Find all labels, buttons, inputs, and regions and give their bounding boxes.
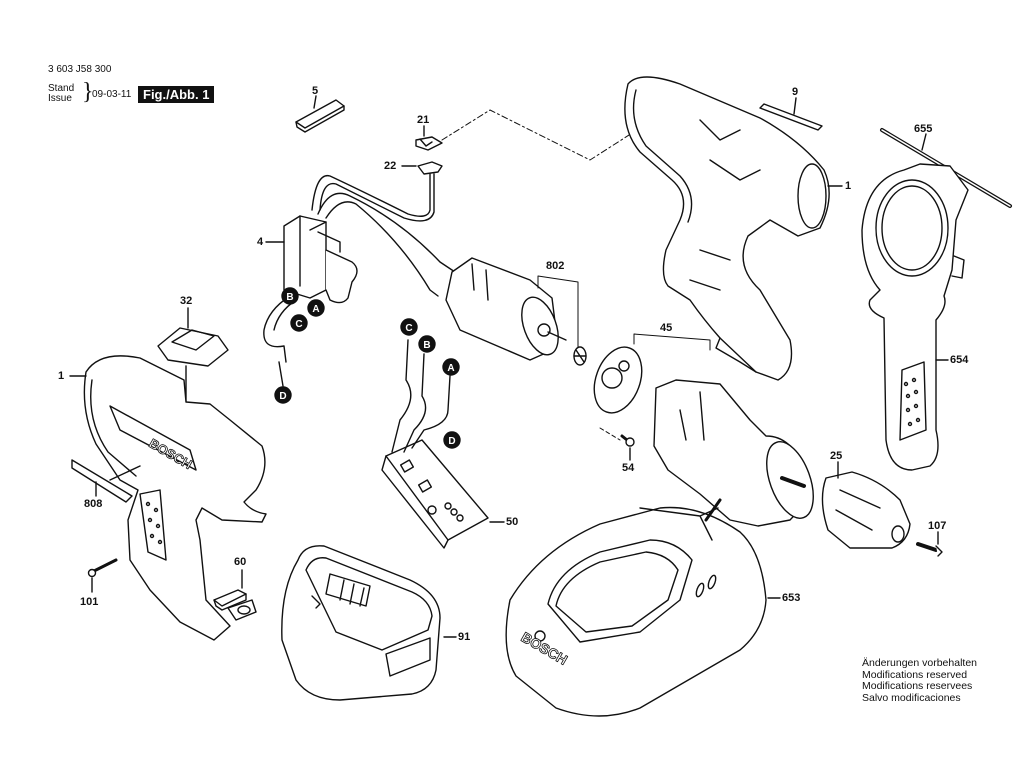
connector-d: [278, 361, 284, 387]
note-english: Modifications reserved: [862, 668, 968, 681]
stand-label: Stand: [48, 83, 75, 94]
part-45-gearbox[interactable]: [586, 341, 823, 527]
part-1-housing-left[interactable]: [83, 355, 267, 641]
part-25-chuck[interactable]: [821, 471, 911, 549]
svg-text:C: C: [295, 319, 302, 330]
label-5: 5: [312, 85, 319, 97]
label-45: 45: [660, 322, 673, 334]
board-wiring: [391, 339, 451, 453]
motor-pinion: [573, 346, 587, 366]
label-60: 60: [234, 556, 247, 568]
svg-text:C: C: [405, 323, 412, 334]
switch-wiring: [311, 173, 456, 297]
part-54-screw[interactable]: [620, 434, 635, 447]
leader-808-b: [109, 465, 141, 481]
label-54: 54: [622, 462, 635, 474]
part-4-switch[interactable]: [263, 215, 358, 363]
label-101: 101: [80, 596, 99, 608]
part-101-screw[interactable]: [87, 558, 118, 578]
guide-line-21: [441, 109, 641, 161]
label-654: 654: [950, 354, 969, 366]
issue-label: Issue: [48, 93, 72, 104]
label-4: 4: [257, 236, 264, 248]
part-9-label-strip[interactable]: [759, 103, 823, 131]
label-107: 107: [928, 520, 947, 532]
part-653-charger[interactable]: [505, 498, 767, 717]
svg-text:B: B: [286, 292, 293, 303]
label-22: 22: [384, 160, 397, 172]
leader-45: [633, 333, 711, 351]
marker-a-switch: A: [307, 299, 325, 317]
label-1-left-housing: 1: [58, 370, 65, 382]
svg-text:A: A: [447, 363, 454, 374]
marker-d-board: D: [443, 431, 461, 449]
label-32: 32: [180, 295, 193, 307]
issue-date: 09-03-11: [92, 89, 132, 100]
marker-a-board: A: [442, 358, 460, 376]
svg-text:B: B: [423, 340, 430, 351]
label-9: 9: [792, 86, 799, 98]
part-50-circuit-board[interactable]: [381, 439, 489, 549]
label-655: 655: [914, 123, 933, 135]
label-50: 50: [506, 516, 519, 528]
note-german: Änderungen vorbehalten: [862, 657, 978, 669]
part-32-switch-cover[interactable]: [157, 327, 229, 367]
svg-text:D: D: [448, 436, 455, 447]
guide-line-54: [599, 427, 621, 441]
marker-b-switch: B: [281, 287, 299, 305]
part-number: 3 603 J58 300: [48, 64, 112, 75]
part-1-housing-right[interactable]: [624, 76, 830, 381]
label-25: 25: [830, 450, 843, 462]
leader-802: [537, 275, 579, 349]
label-91: 91: [458, 631, 471, 643]
marker-b-board: B: [418, 335, 436, 353]
label-802: 802: [546, 260, 565, 272]
stand-issue-labels: Stand Issue: [48, 84, 74, 104]
leader-5: [313, 95, 317, 109]
part-22-connector[interactable]: [417, 161, 443, 175]
marker-c-switch: C: [290, 314, 308, 332]
note-french: Modifications reservees: [862, 680, 973, 692]
part-21-connector-clip[interactable]: [415, 136, 443, 151]
svg-text:A: A: [312, 304, 319, 315]
part-5-cover-plate[interactable]: [295, 99, 345, 133]
leader-9: [793, 97, 797, 115]
marker-d-switch: D: [274, 386, 292, 404]
label-21: 21: [417, 114, 430, 126]
part-60-direction-switch[interactable]: [213, 589, 257, 621]
label-1-right-housing: 1: [845, 180, 852, 192]
part-107-screw[interactable]: [916, 542, 943, 557]
note-spanish: Salvo modificaciones: [862, 691, 961, 704]
part-654-aux-handle[interactable]: [861, 163, 969, 471]
marker-c-board: C: [400, 318, 418, 336]
figure-label: Fig./Abb. 1: [138, 86, 215, 103]
part-802-motor[interactable]: [445, 257, 567, 361]
leader-655: [921, 133, 927, 151]
svg-text:D: D: [279, 391, 286, 402]
brace: }: [82, 79, 94, 105]
part-91-battery-pack[interactable]: [281, 545, 441, 701]
label-808: 808: [84, 498, 103, 510]
modification-notes: Änderungen vorbehalten Modifications res…: [862, 657, 978, 704]
label-653: 653: [782, 592, 801, 604]
part-808-nameplate[interactable]: [71, 459, 133, 503]
